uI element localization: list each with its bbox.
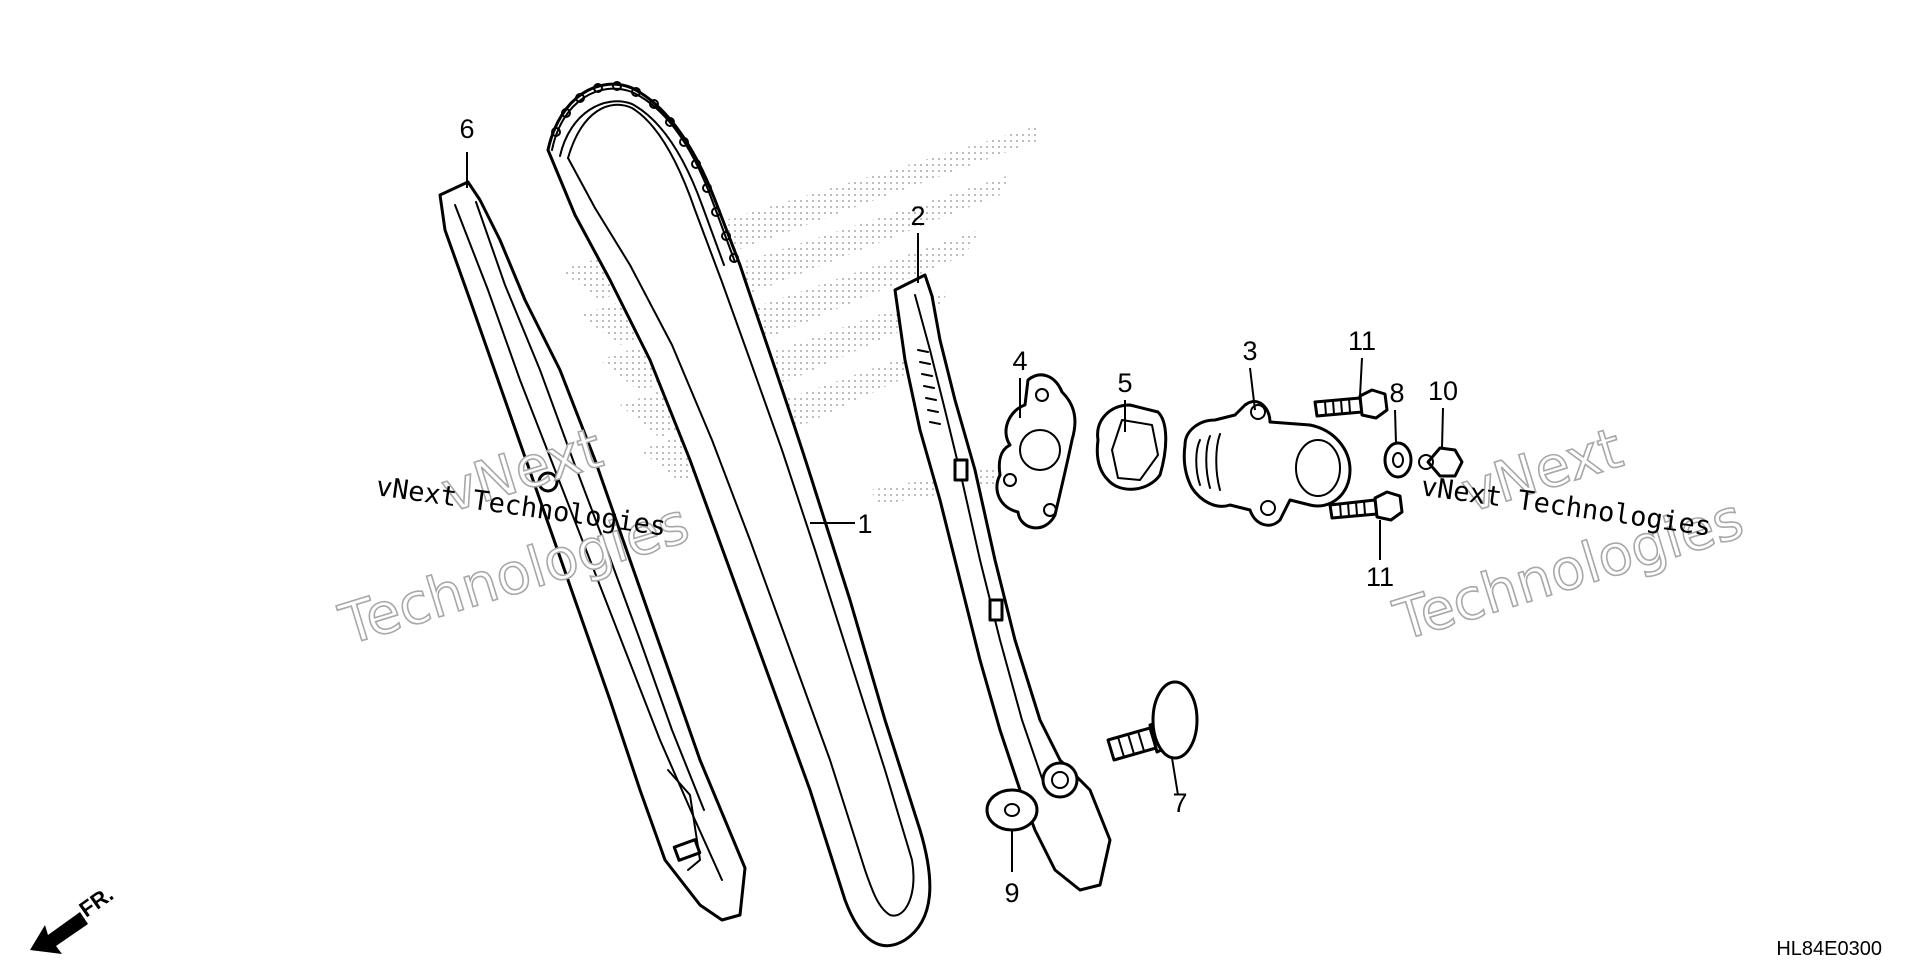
spring-cap-part-5[interactable]: [1095, 403, 1168, 491]
tensioner-arm-part-2[interactable]: [893, 273, 1112, 892]
callout-5: 5: [1117, 368, 1132, 398]
diagram-code: HL84E0300: [1776, 938, 1882, 960]
callout-3: 3: [1242, 336, 1257, 366]
front-direction-indicator: FR.: [30, 881, 118, 954]
callout-labels: 1 2 3 4 5 6 7 8 9 10 11 11: [459, 114, 1458, 908]
callout-1: 1: [857, 509, 872, 539]
cam-chain-part-1[interactable]: [546, 81, 932, 948]
leader-lines: [466, 152, 1444, 872]
callout-11-upper: 11: [1348, 326, 1376, 356]
front-arrow-icon: [30, 912, 88, 954]
callout-9: 9: [1004, 878, 1019, 908]
washer-part-9[interactable]: [985, 788, 1039, 832]
bolt-lower-part-11[interactable]: [1328, 490, 1404, 522]
washer-part-8[interactable]: [1383, 441, 1413, 479]
callout-11-lower: 11: [1366, 562, 1394, 592]
callout-2: 2: [910, 201, 925, 231]
bolt-upper-part-11[interactable]: [1313, 388, 1389, 420]
chain-guide-part-6[interactable]: [438, 180, 747, 922]
callout-8: 8: [1389, 378, 1404, 408]
tensioner-lifter-part-3[interactable]: [1182, 399, 1352, 527]
sealing-bolt-part-10[interactable]: [1418, 446, 1464, 478]
callout-10: 10: [1428, 376, 1458, 406]
callout-6: 6: [459, 114, 474, 144]
pivot-bolt-part-7[interactable]: [1106, 680, 1199, 762]
gasket-part-4[interactable]: [995, 373, 1077, 530]
callout-4: 4: [1012, 346, 1027, 376]
callout-7: 7: [1172, 788, 1187, 818]
chain-links: [551, 81, 739, 266]
